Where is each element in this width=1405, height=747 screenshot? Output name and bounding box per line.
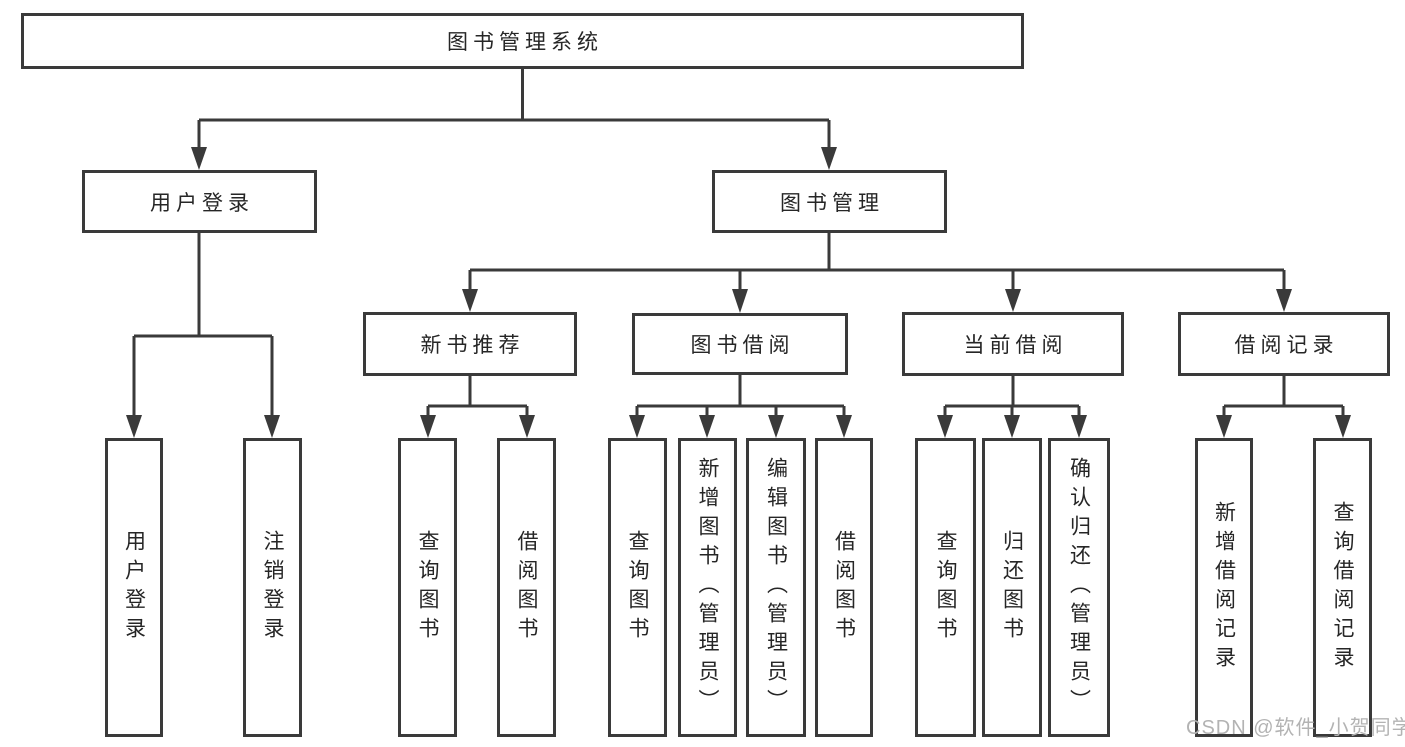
leaf-confirm-return-admin-label: 确认归还（管理员） [1067,457,1091,718]
leaf-user-login-label: 用户登录 [122,529,146,646]
node-current-borrowing: 当前借阅 [902,312,1124,376]
leaf-query-books-borrowing-label: 查询图书 [626,529,649,646]
leaf-borrow-books-recommend-label: 借阅图书 [515,529,538,646]
node-book-management: 图书管理 [712,170,947,233]
leaf-query-books-borrowing: 查询图书 [608,438,667,737]
leaf-confirm-return-admin: 确认归还（管理员） [1048,438,1110,737]
leaf-query-books-recommend-label: 查询图书 [416,529,439,646]
leaf-borrow-books-label: 借阅图书 [832,529,856,646]
leaf-borrow-books: 借阅图书 [815,438,873,737]
leaf-logout: 注销登录 [243,438,302,737]
leaf-edit-books-admin-label: 编辑图书（管理员） [764,457,788,718]
leaf-query-books-current-label: 查询图书 [934,529,957,646]
leaf-query-borrow-record: 查询借阅记录 [1313,438,1372,737]
node-new-book-recommend: 新书推荐 [363,312,577,376]
csdn-watermark: CSDN @软件_小贺同学 [1186,717,1405,739]
leaf-add-books-admin-label: 新增图书（管理员） [696,457,719,718]
leaf-borrow-books-recommend: 借阅图书 [497,438,556,737]
leaf-return-books-label: 归还图书 [1000,529,1024,646]
leaf-query-books-recommend: 查询图书 [398,438,457,737]
leaf-user-login: 用户登录 [105,438,163,737]
leaf-query-borrow-record-label: 查询借阅记录 [1331,500,1354,675]
leaf-logout-label: 注销登录 [261,529,284,646]
leaf-add-books-admin: 新增图书（管理员） [678,438,737,737]
node-book-borrowing: 图书借阅 [632,313,848,375]
node-user-login: 用户登录 [82,170,317,233]
leaf-add-borrow-record-label: 新增借阅记录 [1212,500,1236,675]
node-root-library-management-system: 图书管理系统 [21,13,1024,69]
node-borrowing-records: 借阅记录 [1178,312,1390,376]
leaf-add-borrow-record: 新增借阅记录 [1195,438,1253,737]
leaf-return-books: 归还图书 [982,438,1042,737]
leaf-edit-books-admin: 编辑图书（管理员） [746,438,806,737]
leaf-query-books-current: 查询图书 [915,438,976,737]
